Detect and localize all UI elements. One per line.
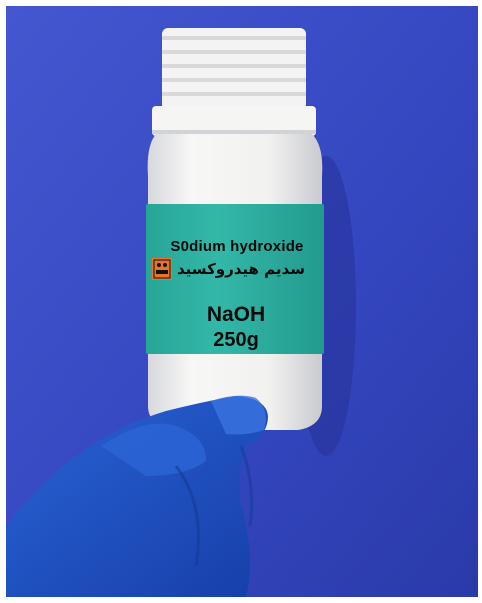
photo-scene — [6, 6, 478, 597]
corrosive-hazard-icon — [152, 258, 172, 280]
product-photo: S0dium hydroxide سدیم هیدروکسید NaOH 250… — [6, 6, 478, 597]
label-english-name: S0dium hydroxide — [170, 238, 304, 255]
label-persian-name: سدیم هیدروکسید — [177, 260, 305, 278]
product-label — [146, 204, 324, 354]
label-formula: NaOH — [206, 303, 266, 326]
label-mass: 250g — [213, 329, 259, 351]
gloved-hand — [6, 395, 268, 597]
bottle-cap — [152, 28, 316, 136]
